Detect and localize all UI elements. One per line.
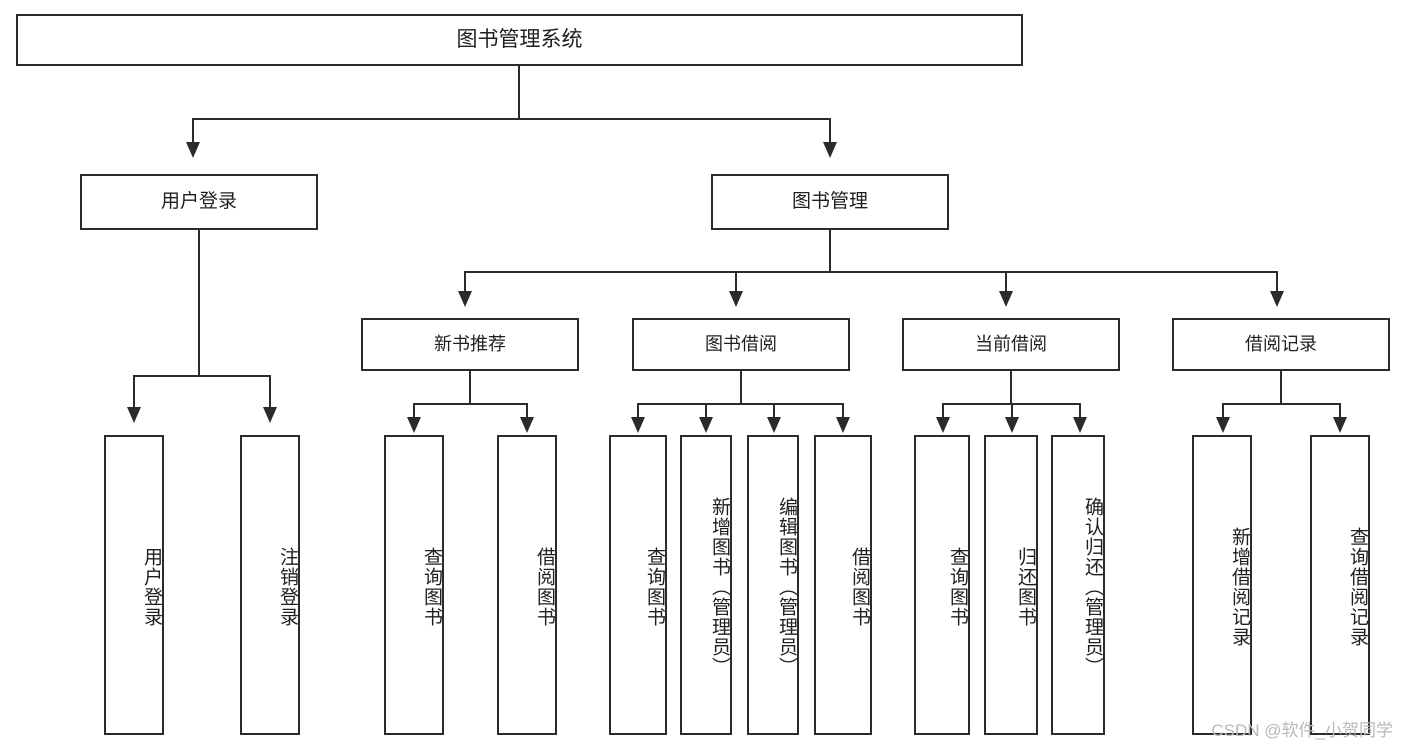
arrow-borrow-d3 [767, 417, 781, 433]
connector-newbook-stem [469, 371, 471, 404]
connector-current-d2 [1011, 403, 1013, 421]
leaf-borrow-query-book-label: 查询图书 [644, 547, 665, 627]
leaf-borrow-add-book[interactable]: 新增图书（管理员） [680, 435, 732, 735]
leaf-logout[interactable]: 注销登录 [240, 435, 300, 735]
connector-manage-to-n1 [464, 271, 466, 295]
arrow-root-to-manage [823, 142, 837, 158]
connector-login-to-leaf2 [269, 375, 271, 411]
node-borrow-record[interactable]: 借阅记录 [1172, 318, 1390, 371]
leaf-newbook-query-book-label: 查询图书 [421, 547, 442, 627]
leaf-record-query-record-label: 查询借阅记录 [1347, 527, 1368, 647]
connector-root-bus [192, 118, 830, 120]
leaf-current-query-book-label: 查询图书 [947, 547, 968, 627]
connector-record-d2 [1339, 403, 1341, 421]
arrow-manage-to-n2 [729, 291, 743, 307]
leaf-logout-label: 注销登录 [277, 547, 298, 627]
connector-record-bus [1222, 403, 1341, 405]
connector-newbook-bus [413, 403, 528, 405]
arrow-manage-to-n4 [1270, 291, 1284, 307]
node-book-management-label: 图书管理 [791, 191, 868, 213]
connector-record-d1 [1222, 403, 1224, 421]
connector-manage-stem [829, 230, 831, 272]
connector-borrow-d4 [842, 403, 844, 421]
node-borrow-record-label: 借阅记录 [1245, 334, 1317, 355]
leaf-borrow-edit-book[interactable]: 编辑图书（管理员） [747, 435, 799, 735]
leaf-record-add-record[interactable]: 新增借阅记录 [1192, 435, 1252, 735]
connector-manage-to-n3 [1005, 271, 1007, 295]
arrow-borrow-d4 [836, 417, 850, 433]
leaf-newbook-borrow-book[interactable]: 借阅图书 [497, 435, 557, 735]
arrow-newbook-d1 [407, 417, 421, 433]
leaf-borrow-edit-book-label: 编辑图书（管理员） [776, 497, 797, 677]
arrow-borrow-d2 [699, 417, 713, 433]
arrow-root-to-login [186, 142, 200, 158]
connector-borrow-stem [740, 371, 742, 404]
leaf-current-return-book-label: 归还图书 [1015, 547, 1036, 627]
node-book-borrow[interactable]: 图书借阅 [632, 318, 850, 371]
leaf-record-query-record[interactable]: 查询借阅记录 [1310, 435, 1370, 735]
connector-login-bus [133, 375, 270, 377]
node-book-management[interactable]: 图书管理 [711, 174, 949, 230]
node-book-borrow-label: 图书借阅 [705, 334, 777, 355]
leaf-current-confirm-return[interactable]: 确认归还（管理员） [1051, 435, 1105, 735]
connector-current-stem [1010, 371, 1012, 404]
connector-root-to-login [192, 118, 194, 146]
connector-manage-to-n4 [1276, 271, 1278, 295]
arrow-newbook-d2 [520, 417, 534, 433]
arrow-login-to-leaf1 [127, 407, 141, 423]
node-user-login-label: 用户登录 [160, 191, 237, 213]
leaf-user-login[interactable]: 用户登录 [104, 435, 164, 735]
leaf-record-add-record-label: 新增借阅记录 [1229, 527, 1250, 647]
arrow-borrow-d1 [631, 417, 645, 433]
node-root-label: 图书管理系统 [456, 28, 583, 52]
leaf-current-query-book[interactable]: 查询图书 [914, 435, 970, 735]
node-new-book-recommend[interactable]: 新书推荐 [361, 318, 579, 371]
connector-root-to-manage [829, 118, 831, 146]
connector-root-stem [518, 66, 520, 118]
connector-newbook-d1 [413, 403, 415, 421]
connector-login-stem [198, 230, 200, 376]
arrow-manage-to-n1 [458, 291, 472, 307]
node-current-borrow[interactable]: 当前借阅 [902, 318, 1120, 371]
connector-login-to-leaf1 [133, 375, 135, 411]
connector-newbook-d2 [526, 403, 528, 421]
arrow-current-d2 [1005, 417, 1019, 433]
leaf-newbook-query-book[interactable]: 查询图书 [384, 435, 444, 735]
arrow-current-d3 [1073, 417, 1087, 433]
connector-current-d3 [1079, 403, 1081, 421]
connector-borrow-d2 [705, 403, 707, 421]
arrow-record-d2 [1333, 417, 1347, 433]
connector-borrow-d3 [773, 403, 775, 421]
leaf-borrow-borrow-book[interactable]: 借阅图书 [814, 435, 872, 735]
leaf-borrow-borrow-book-label: 借阅图书 [849, 547, 870, 627]
node-current-borrow-label: 当前借阅 [975, 334, 1047, 355]
arrow-login-to-leaf2 [263, 407, 277, 423]
connector-manage-bus [464, 271, 1277, 273]
leaf-borrow-add-book-label: 新增图书（管理员） [709, 497, 730, 677]
connector-manage-to-n2 [735, 271, 737, 295]
leaf-current-return-book[interactable]: 归还图书 [984, 435, 1038, 735]
leaf-newbook-borrow-book-label: 借阅图书 [534, 547, 555, 627]
connector-borrow-bus [637, 403, 844, 405]
connector-record-stem [1280, 371, 1282, 404]
leaf-current-confirm-return-label: 确认归还（管理员） [1082, 497, 1103, 677]
connector-borrow-d1 [637, 403, 639, 421]
arrow-record-d1 [1216, 417, 1230, 433]
leaf-borrow-query-book[interactable]: 查询图书 [609, 435, 667, 735]
node-new-book-recommend-label: 新书推荐 [434, 334, 506, 355]
leaf-user-login-label: 用户登录 [141, 547, 162, 627]
node-root-system[interactable]: 图书管理系统 [16, 14, 1023, 66]
arrow-current-d1 [936, 417, 950, 433]
node-user-login[interactable]: 用户登录 [80, 174, 318, 230]
arrow-manage-to-n3 [999, 291, 1013, 307]
connector-current-d1 [942, 403, 944, 421]
